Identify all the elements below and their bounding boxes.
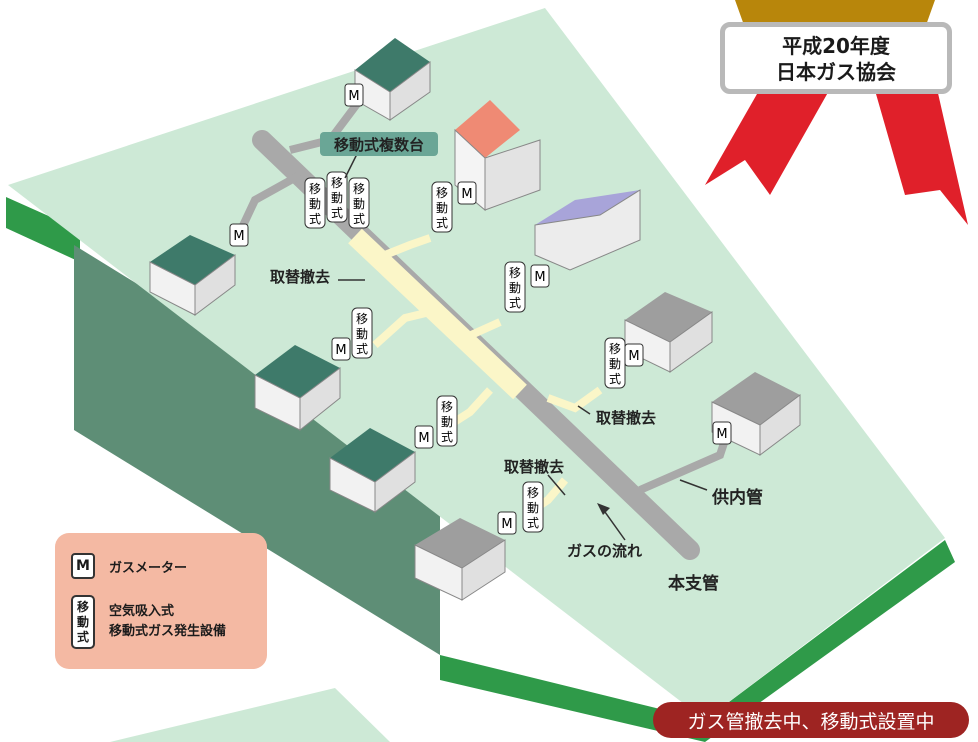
svg-text:M: M (534, 270, 545, 285)
mobile-glyph: 式 (436, 216, 448, 230)
ground-edge-left (6, 197, 80, 262)
mobile-glyph: 移 (356, 312, 368, 326)
mobile-glyph: 式 (331, 206, 343, 220)
legend-meter-row: M ガスメーター (71, 553, 187, 579)
gas-meter-icon (229, 223, 249, 247)
mobile-unit-icon: 移動式 (604, 337, 626, 389)
mobile-glyph: 移 (509, 266, 521, 280)
mobile-glyph: 式 (441, 430, 453, 444)
ribbon-left (705, 80, 835, 195)
replace-removed-label-3: 取替撤去 (504, 458, 564, 476)
gas-flow-label: ガスの流れ (567, 542, 642, 560)
mobile-glyph: 動 (527, 501, 539, 515)
legend-mobile-icon: 移 動 式 (71, 595, 95, 649)
house (711, 372, 801, 456)
mobile-unit-icon: 移動式 (351, 307, 373, 359)
house (329, 428, 416, 513)
mobile-glyph: 移 (331, 176, 343, 190)
house-pipe-label: 供内管 (711, 487, 763, 508)
removed-pipe-segment (348, 228, 527, 400)
mobile-glyph: 式 (527, 516, 539, 530)
mobile-glyph: 動 (353, 197, 365, 211)
mobile-glyph: 動 (356, 327, 368, 341)
svg-text:M: M (461, 187, 472, 202)
medal-top (735, 0, 935, 28)
gas-meter-icon (344, 83, 364, 107)
mobile-glyph: 動 (509, 281, 521, 295)
mobile-glyph: 動 (436, 201, 448, 215)
svg-text:M: M (348, 89, 359, 104)
gas-meter-icon (530, 264, 550, 288)
ribbon-right (872, 80, 968, 225)
mobile-unit-icon: 移動式 (348, 177, 370, 229)
mobile-glyph: 移 (76, 599, 89, 614)
award-box: 平成20年度 日本ガス協会 (720, 22, 952, 94)
svg-text:M: M (716, 427, 727, 442)
status-badge: ガス管撤去中、移動式設置中 (653, 702, 969, 738)
mobile-multi-label: 移動式複数台 (334, 136, 424, 154)
award-line-2: 日本ガス協会 (776, 60, 896, 84)
ground-edge-bottom (440, 540, 955, 742)
mobile-glyph: 動 (309, 197, 321, 211)
replace-removed-label-2: 取替撤去 (596, 409, 656, 427)
mobile-glyph: 移 (609, 342, 621, 356)
svg-text:M: M (418, 431, 429, 446)
gas-meter-icon (414, 425, 434, 449)
house (254, 345, 341, 432)
gas-flow-arrow-icon (597, 503, 610, 515)
legend-mobile-line-1: 空気吸入式 (109, 604, 175, 619)
mobile-glyph: 式 (76, 629, 89, 644)
mobile-glyph: 式 (309, 212, 321, 226)
house (624, 292, 713, 373)
mobile-unit-icon: 移動式 (326, 171, 348, 223)
mobile-glyph: 移 (436, 186, 448, 200)
house (414, 518, 506, 601)
award-line-1: 平成20年度 (782, 34, 890, 58)
ground-edge-left-dark (74, 245, 440, 655)
gas-meter-icon (712, 421, 732, 445)
house (149, 235, 236, 316)
legend-mobile-line-2: 移動式ガス発生設備 (109, 624, 227, 639)
mobile-glyph: 動 (331, 191, 343, 205)
legend: M ガスメーター 移 動 式 空気吸入式 移動式ガス発生設備 (55, 533, 267, 669)
mobile-glyph: 式 (509, 296, 521, 310)
mobile-units: 移動式移動式移動式移動式移動式移動式移動式移動式移動式 (304, 171, 626, 533)
legend-meter-icon: M (71, 553, 95, 579)
legend-meter-label: ガスメーター (109, 560, 188, 576)
gas-meter-icon (497, 511, 517, 535)
mobile-unit-icon: 移動式 (504, 261, 526, 313)
gas-meter-icon (331, 337, 351, 361)
gas-meter-markers: M M M M M M M M M (229, 83, 732, 535)
house (534, 189, 641, 271)
mobile-glyph: 移 (441, 400, 453, 414)
mobile-glyph: 移 (309, 182, 321, 196)
mobile-unit-icon: 移動式 (522, 481, 544, 533)
gas-meter-icon (457, 181, 477, 205)
mobile-glyph: 移 (353, 182, 365, 196)
mobile-glyph: 動 (441, 415, 453, 429)
svg-text:M: M (335, 343, 346, 358)
svg-text:M: M (233, 229, 244, 244)
lower-ground-plate (110, 688, 390, 742)
mobile-glyph: 移 (527, 486, 539, 500)
mobile-unit-icon: 移動式 (431, 181, 453, 233)
mobile-glyph: 式 (356, 342, 368, 356)
mobile-glyph: 動 (609, 357, 621, 371)
mobile-glyph: 式 (609, 372, 621, 386)
mobile-glyph: 式 (353, 212, 365, 226)
mobile-glyph: 動 (76, 614, 89, 629)
main-pipe-label: 本支管 (668, 573, 719, 594)
svg-text:M: M (501, 517, 512, 532)
house (454, 100, 541, 212)
mobile-unit-icon: 移動式 (436, 395, 458, 447)
legend-mobile-row: 移 動 式 空気吸入式 移動式ガス発生設備 (71, 595, 226, 649)
mobile-multi-callout (320, 132, 438, 156)
svg-text:M: M (628, 349, 639, 364)
replace-removed-label-1: 取替撤去 (270, 268, 330, 286)
mobile-unit-icon: 移動式 (304, 177, 326, 229)
